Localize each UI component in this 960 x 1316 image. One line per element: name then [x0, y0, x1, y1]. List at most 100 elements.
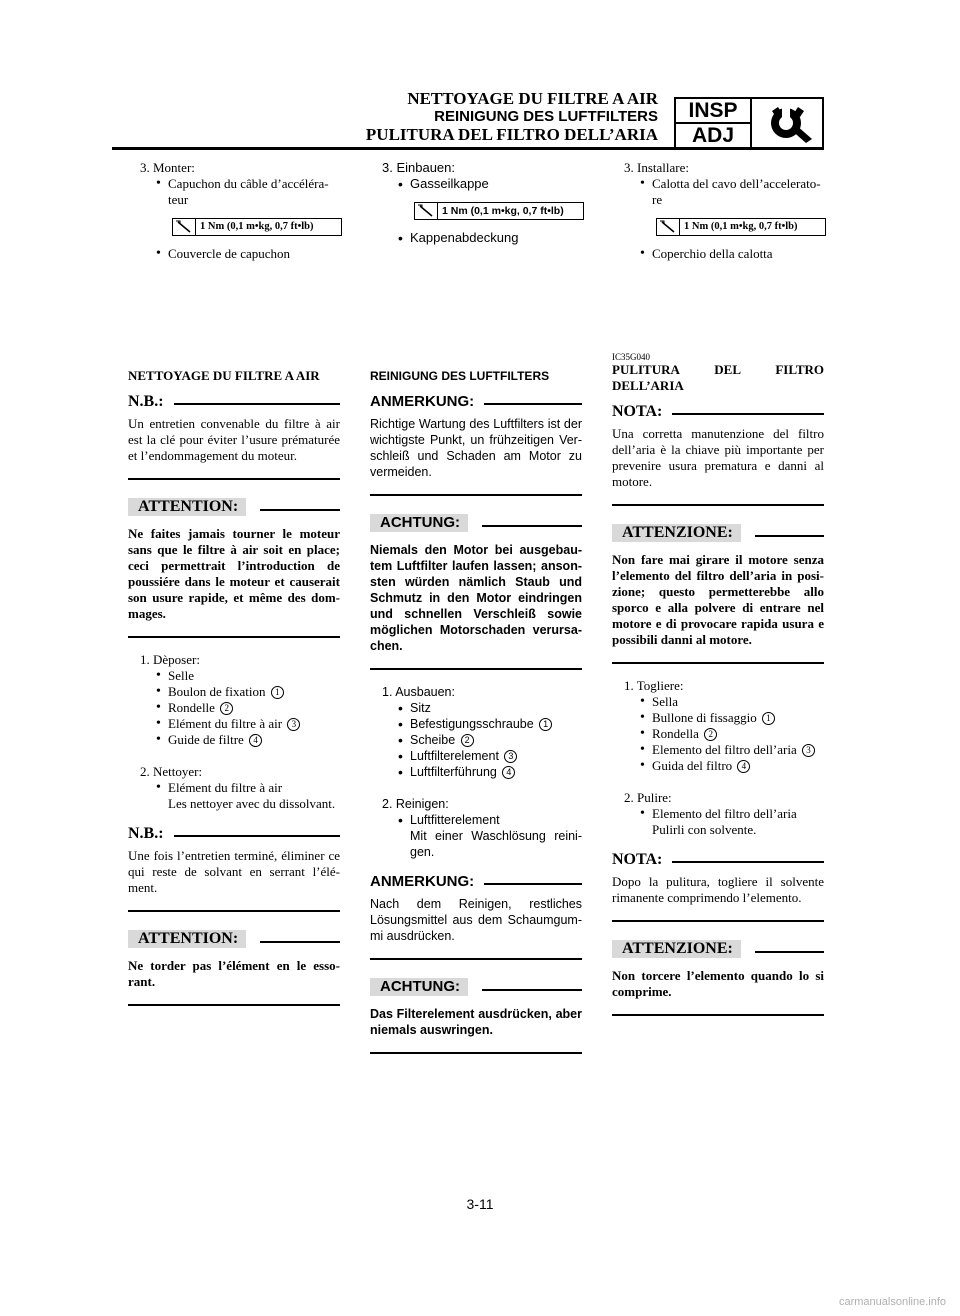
note-heading: ANMERKUNG:: [370, 874, 582, 890]
divider: [612, 1014, 824, 1016]
warning-label: ACHTUNG:: [370, 978, 468, 996]
step-title: 2. Nettoyer:: [140, 764, 203, 779]
callout-number: 2: [704, 728, 718, 741]
note-heading: NOTA:: [612, 404, 824, 420]
list-item: Guide de filtre 4: [156, 732, 340, 748]
divider: [370, 668, 582, 670]
list-item: Elemento del filtro dell’aria: [640, 806, 824, 822]
step-title: 2. Pulire:: [624, 790, 672, 805]
warning-text: Ne torder pas l’élément en le esso-rant.: [128, 958, 340, 989]
torque-value: 1 Nm (0,1 m•kg, 0,7 ft•lb): [684, 221, 798, 232]
header-title-it: PULITURA DEL FILTRO DELL’ARIA: [365, 125, 658, 144]
badge-adj-label: ADJ: [691, 124, 734, 147]
note-label: N.B.:: [128, 825, 164, 842]
warning-label: ATTENZIONE:: [612, 940, 741, 958]
step-title: 3. Einbauen:: [382, 160, 456, 175]
divider: [128, 1004, 340, 1006]
warning-heading: ATTENZIONE:: [612, 524, 824, 542]
divider: [370, 1052, 582, 1054]
warning-heading: ATTENTION:: [128, 930, 340, 948]
divider: [612, 504, 824, 506]
list-item: Befestigungsschraube 1: [398, 716, 582, 732]
step-title: 2. Reinigen:: [382, 797, 449, 811]
install-fr: 3. Monter: Capuchon du câble d’accéléra-…: [128, 160, 342, 262]
callout-number: 3: [287, 718, 301, 731]
torque-wrench-icon: [657, 219, 680, 235]
header-title-fr: NETTOYAGE DU FILTRE A AIR: [407, 89, 658, 108]
torque-wrench-icon: [415, 203, 438, 219]
callout-number: 1: [761, 712, 775, 725]
callout-number: 2: [460, 734, 474, 747]
list-item: Scheibe 2: [398, 732, 582, 748]
section-title: NETTOYAGE DU FILTRE A AIR: [128, 368, 320, 383]
callout-number: 4: [249, 734, 263, 747]
footer-watermark: carmanualsonline.info: [838, 1296, 946, 1308]
divider: [128, 636, 340, 638]
divider: [128, 910, 340, 912]
list-item: Boulon de fixation 1: [156, 684, 340, 700]
note-text: Richtige Wartung des Luftfilters ist der…: [370, 417, 582, 479]
note-label: NOTA:: [612, 403, 663, 420]
list-item: Capuchon du câble d’accéléra-teur: [156, 176, 340, 208]
page-number: 3-11: [466, 1196, 494, 1212]
list-item: Rondelle 2: [156, 700, 340, 716]
note-label: NOTA:: [612, 851, 663, 868]
list-item: Kappenabdeckung: [398, 230, 582, 246]
note-label: ANMERKUNG:: [370, 873, 475, 890]
list-item: Sella: [640, 694, 824, 710]
torque-spec: 1 Nm (0,1 m•kg, 0,7 ft•lb): [172, 218, 342, 236]
header-title-de: REINIGUNG DES LUFTFILTERS: [434, 108, 658, 125]
step-title: 3. Installare:: [624, 160, 689, 175]
callout-number: 4: [502, 766, 516, 779]
torque-wrench-icon: [173, 219, 196, 235]
column-de: REINIGUNG DES LUFTFILTERS ANMERKUNG: Ric…: [370, 368, 582, 1068]
divider: [612, 662, 824, 664]
list-item: Couvercle de capuchon: [156, 246, 340, 262]
note-heading: N.B.:: [128, 394, 340, 410]
callout-number: 4: [737, 760, 751, 773]
warning-heading: ACHTUNG:: [370, 514, 582, 532]
warning-heading: ATTENTION:: [128, 498, 340, 516]
list-item: Rondella 2: [640, 726, 824, 742]
list-item: Luftfilterelement 3: [398, 748, 582, 764]
badge-insp-label: INSP: [676, 99, 750, 124]
warning-text: Non torcere l’elemento quando lo si comp…: [612, 968, 824, 999]
insp-adj-badge: INSP ADJ: [674, 97, 824, 149]
note-text: Un entretien convenable du filtre à air …: [128, 416, 340, 463]
list-item: Luftfitterelement: [398, 812, 582, 828]
warning-label: ATTENZIONE:: [612, 524, 741, 542]
header-rule: [112, 147, 824, 150]
step-title: 1. Togliere:: [624, 678, 684, 693]
warning-text: Das Filterelement ausdrücken, aber niema…: [370, 1007, 582, 1037]
install-it: 3. Installare: Calotta del cavo dell’acc…: [612, 160, 826, 262]
list-item: Luftfilterführung 4: [398, 764, 582, 780]
torque-spec: 1 Nm (0,1 m•kg, 0,7 ft•lb): [656, 218, 826, 236]
torque-value: 1 Nm (0,1 m•kg, 0,7 ft•lb): [200, 221, 314, 232]
warning-text: Ne faites jamais tourner le moteur sans …: [128, 526, 340, 621]
divider: [612, 920, 824, 922]
torque-spec: 1 Nm (0,1 m•kg, 0,7 ft•lb): [414, 202, 584, 220]
step-title: 1. Ausbauen:: [382, 685, 455, 699]
section-code: IC35G040: [612, 352, 650, 362]
callout-number: 3: [504, 750, 518, 763]
list-item: Guida del filtro 4: [640, 758, 824, 774]
note-text: Nach dem Reinigen, restliches Lösungsmit…: [370, 897, 582, 943]
wrench-and-gauge-icon: [760, 103, 818, 150]
page-header-titles: NETTOYAGE DU FILTRE A AIR REINIGUNG DES …: [366, 90, 658, 143]
instruction: Mit einer Waschlösung reini-gen.: [410, 829, 582, 859]
warning-label: ATTENTION:: [128, 498, 247, 516]
note-text: Una corretta manutenzione del filtro del…: [612, 426, 824, 489]
instruction: Pulirli con solvente.: [652, 822, 757, 837]
callout-number: 2: [220, 702, 234, 715]
note-heading: ANMERKUNG:: [370, 394, 582, 410]
note-text: Une fois l’entretien terminé, éliminer c…: [128, 848, 340, 895]
note-label: ANMERKUNG:: [370, 393, 475, 410]
list-item: Elemento del filtro dell’aria 3: [640, 742, 824, 758]
column-fr: NETTOYAGE DU FILTRE A AIR N.B.: Un entre…: [128, 368, 340, 1020]
note-heading: N.B.:: [128, 826, 340, 842]
divider: [370, 494, 582, 496]
warning-label: ACHTUNG:: [370, 514, 468, 532]
torque-value: 1 Nm (0,1 m•kg, 0,7 ft•lb): [442, 205, 564, 217]
warning-text: Non fare mai girare il motore senza l’el…: [612, 552, 824, 647]
section-title: REINIGUNG DES LUFTFILTERS: [370, 369, 550, 383]
